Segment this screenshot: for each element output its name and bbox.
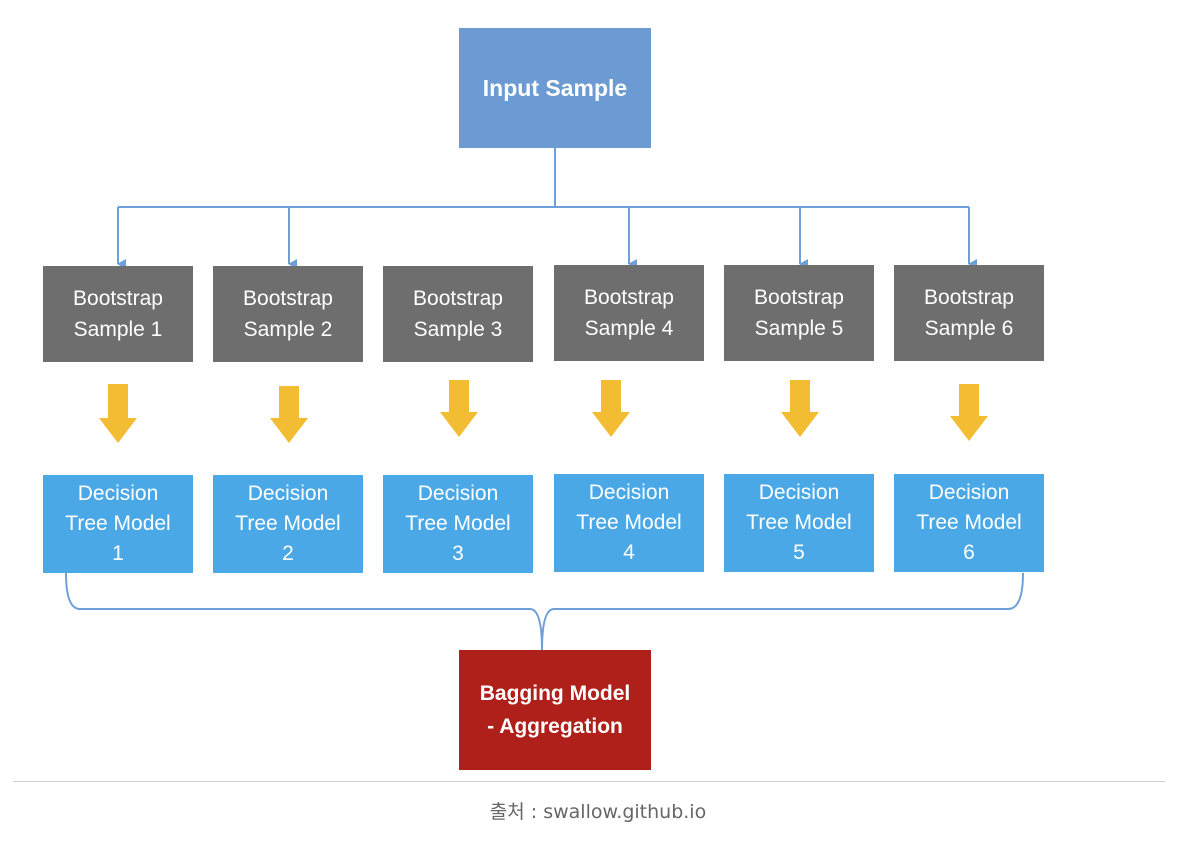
tree-line1: Decision [758, 481, 840, 504]
input-sample-box: Input Sample [459, 28, 651, 148]
tree-line1: Decision [928, 481, 1010, 504]
tree-line1: Decision [247, 482, 329, 505]
source-caption: 출처 : swallow.github.io [489, 801, 707, 823]
yellow-arrow-4 [592, 380, 630, 437]
tree-line3: 5 [793, 541, 805, 564]
tree-line1: Decision [77, 482, 159, 505]
tree-line3: 4 [623, 541, 635, 564]
input-sample-label: Input Sample [482, 74, 628, 101]
bootstrap-sample-1: Bootstrap Sample 1 [43, 266, 193, 362]
decision-tree-model-4: Decision Tree Model 4 [554, 474, 704, 572]
bootstrap-line2: Sample 6 [924, 317, 1014, 340]
decision-tree-model-3: Decision Tree Model 3 [383, 475, 533, 573]
bootstrap-sample-4: Bootstrap Sample 4 [554, 265, 704, 361]
bootstrap-sample-2: Bootstrap Sample 2 [213, 266, 363, 362]
tree-line2: Tree Model [65, 512, 171, 535]
bagging-line1: Bagging Model [479, 682, 631, 705]
bootstrap-line1: Bootstrap [413, 287, 503, 310]
bagging-line2: - Aggregation [487, 715, 623, 738]
yellow-arrow-3 [440, 380, 478, 437]
bootstrap-line2: Sample 3 [413, 318, 503, 341]
bootstrap-line1: Bootstrap [584, 286, 674, 309]
yellow-arrow-2 [270, 386, 308, 443]
tree-line1: Decision [417, 482, 499, 505]
bootstrap-line1: Bootstrap [243, 287, 333, 310]
tree-line3: 1 [112, 542, 124, 565]
tree-line2: Tree Model [405, 512, 511, 535]
bootstrap-sample-6: Bootstrap Sample 6 [894, 265, 1044, 361]
tree-line2: Tree Model [576, 511, 682, 534]
aggregation-brace [65, 572, 1024, 651]
bootstrap-line1: Bootstrap [924, 286, 1014, 309]
decision-tree-model-1: Decision Tree Model 1 [43, 475, 193, 573]
bootstrap-sample-3: Bootstrap Sample 3 [383, 266, 533, 362]
bootstrap-sample-5: Bootstrap Sample 5 [724, 265, 874, 361]
bootstrap-line2: Sample 5 [754, 317, 844, 340]
bootstrap-line2: Sample 1 [73, 318, 163, 341]
tree-line3: 3 [452, 542, 464, 565]
yellow-arrow-5 [781, 380, 819, 437]
yellow-arrow-1 [99, 384, 137, 443]
caption-divider [13, 781, 1165, 782]
decision-tree-model-5: Decision Tree Model 5 [724, 474, 874, 572]
bootstrap-line1: Bootstrap [73, 287, 163, 310]
tree-line2: Tree Model [235, 512, 341, 535]
tree-line1: Decision [588, 481, 670, 504]
bootstrap-line1: Bootstrap [754, 286, 844, 309]
yellow-arrow-6 [950, 384, 988, 441]
tree-line3: 6 [963, 541, 975, 564]
tree-line3: 2 [282, 542, 294, 565]
bagging-model-box: Bagging Model - Aggregation [459, 650, 651, 770]
bootstrap-line2: Sample 4 [584, 317, 674, 340]
bootstrap-line2: Sample 2 [243, 318, 333, 341]
decision-tree-model-2: Decision Tree Model 2 [213, 475, 363, 573]
tree-line2: Tree Model [916, 511, 1022, 534]
decision-tree-model-6: Decision Tree Model 6 [894, 474, 1044, 572]
tree-line2: Tree Model [746, 511, 852, 534]
